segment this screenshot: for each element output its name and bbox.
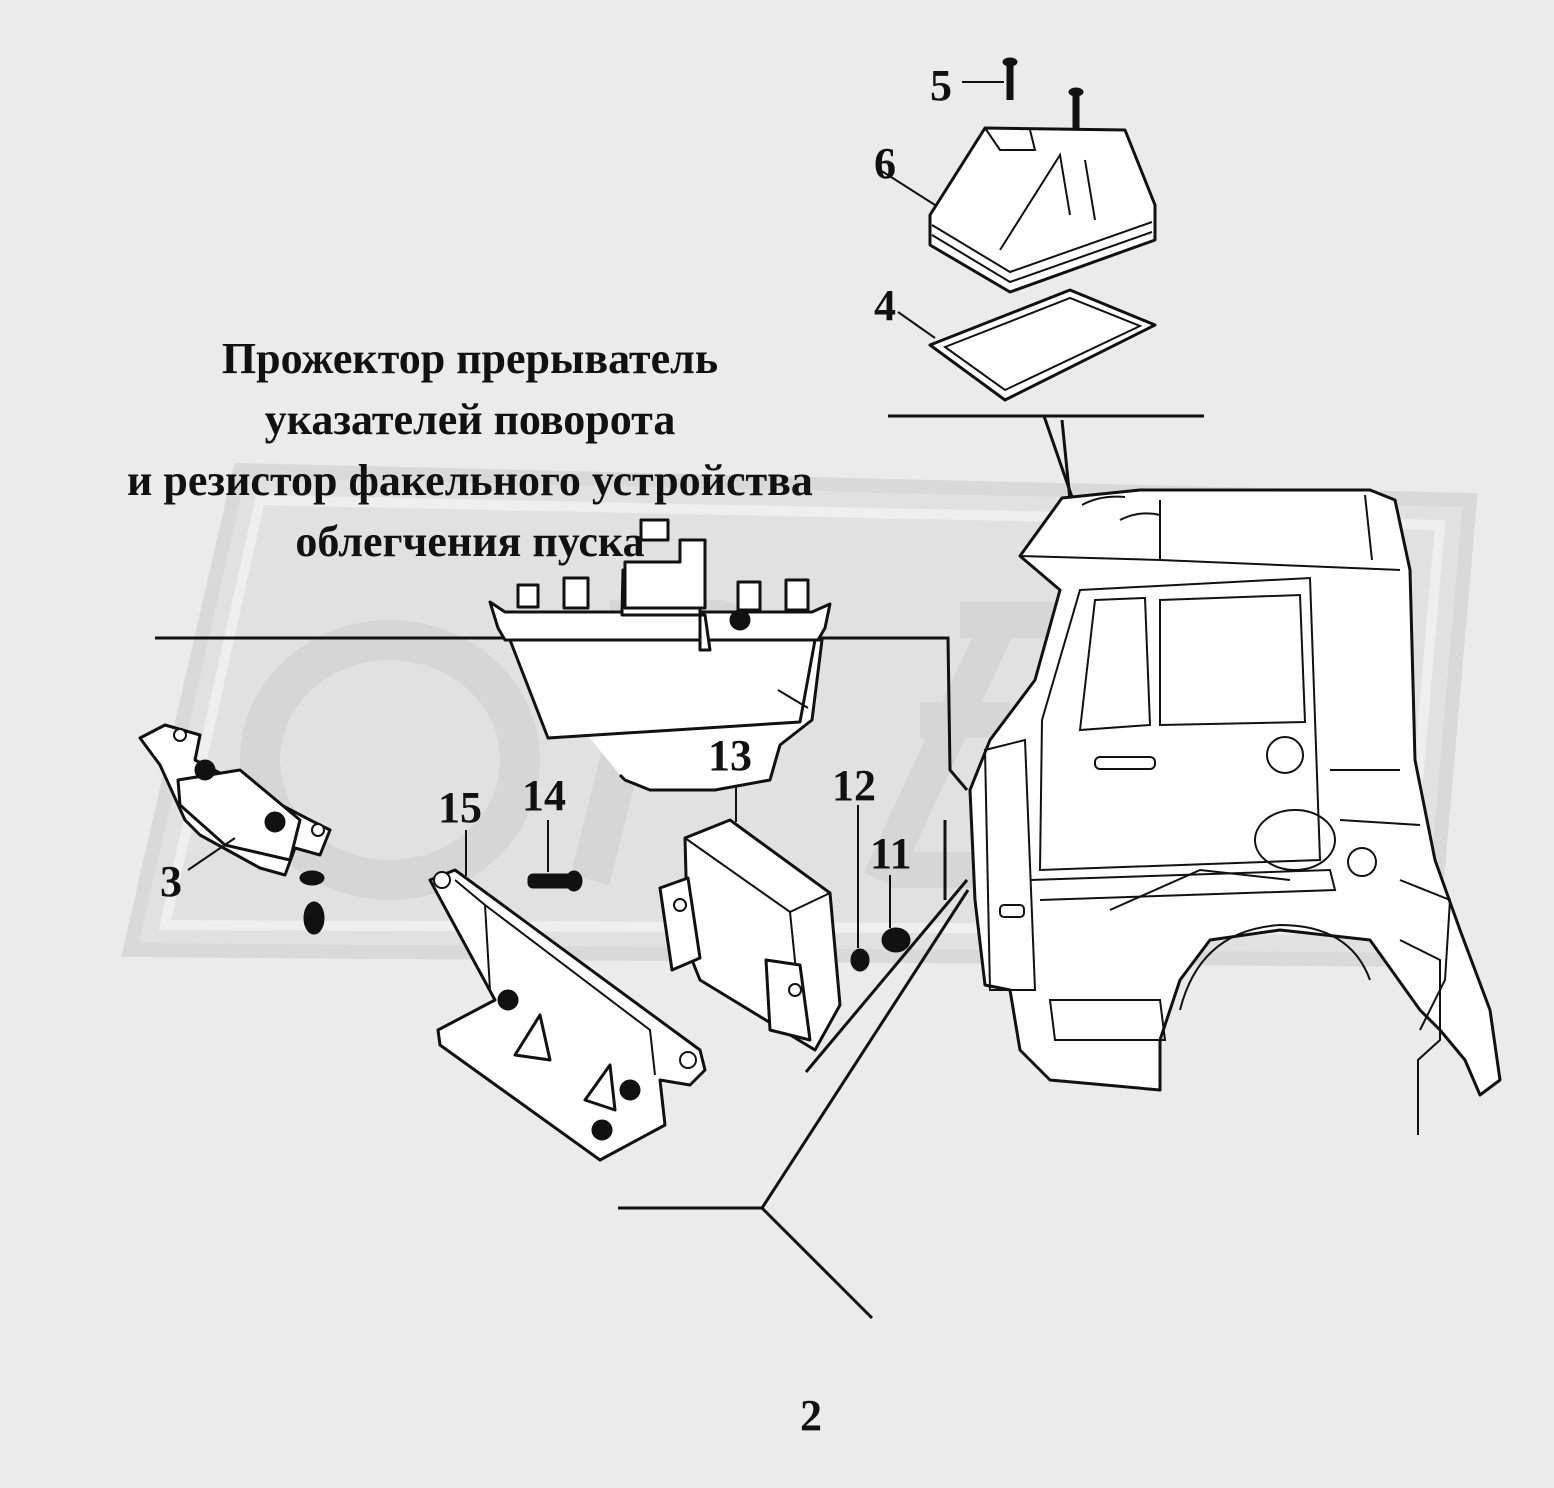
callouts: 5 6 4 13 14 15 12 11 3 2 — [160, 61, 952, 1440]
bracket-part-15 — [428, 830, 707, 1162]
callout-15: 15 — [438, 783, 482, 832]
headlamp-part-2 — [488, 518, 832, 792]
truck-cab — [968, 488, 1502, 1135]
title-line-2: указателей поворота — [264, 395, 676, 444]
resistor-part-13 — [658, 778, 842, 1052]
bolt-part-14 — [527, 820, 583, 892]
diagram-title: Прожектор прерыватель указателей поворот… — [20, 328, 920, 572]
screw-part-5 — [962, 57, 1084, 132]
callout-3: 3 — [160, 857, 182, 906]
callout-13: 13 — [708, 731, 752, 780]
nut-part-11 — [881, 875, 911, 953]
callout-6: 6 — [874, 139, 896, 188]
callout-4: 4 — [874, 281, 896, 330]
leader-lines — [155, 414, 1204, 1320]
callout-14: 14 — [522, 771, 566, 820]
nut-part-12 — [850, 805, 870, 972]
callout-11: 11 — [870, 829, 912, 878]
title-line-1: Прожектор прерыватель — [221, 334, 719, 383]
gasket-part-4 — [897, 288, 1157, 402]
lamp-housing-part-6 — [879, 126, 1157, 294]
title-line-3: и резистор факельного устройства — [127, 456, 813, 505]
callout-2: 2 — [800, 1391, 822, 1440]
title-line-4: облегчения пуска — [295, 517, 645, 566]
callout-5: 5 — [930, 61, 952, 110]
relay-bracket-part-3 — [138, 723, 332, 935]
callout-12: 12 — [832, 761, 876, 810]
